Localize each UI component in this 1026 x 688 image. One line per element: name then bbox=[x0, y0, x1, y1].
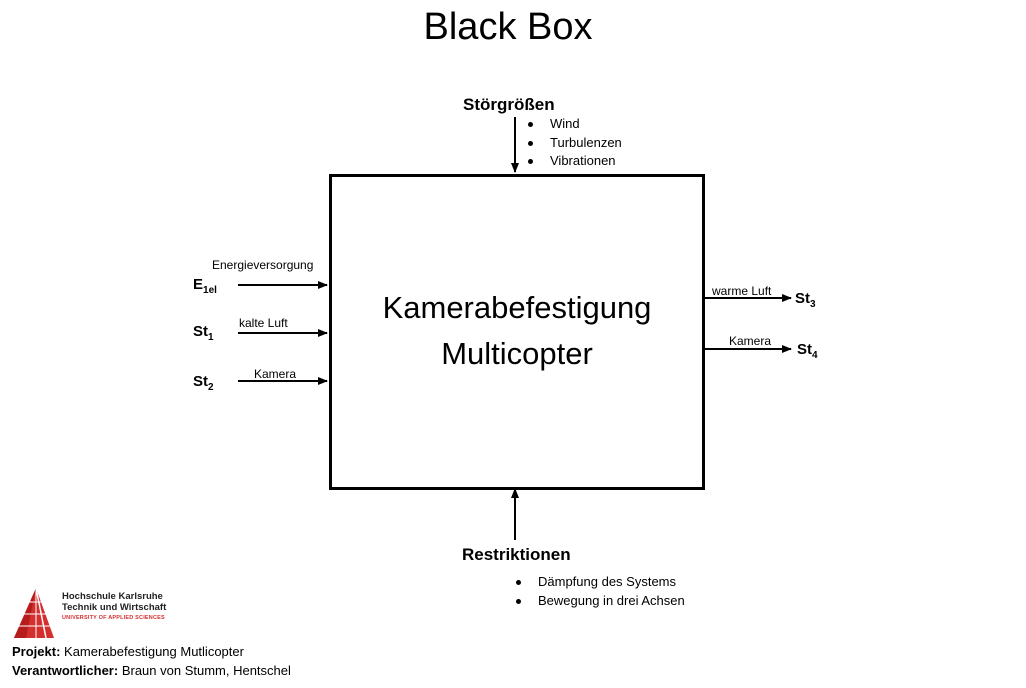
university-name: Hochschule Karlsruhe Technik und Wirtsch… bbox=[62, 591, 167, 624]
restrictions-heading: Restriktionen bbox=[462, 545, 571, 564]
disturbance-item: Turbulenzen bbox=[526, 134, 622, 153]
footer-project: Projekt: Kamerabefestigung Mutlicopter bbox=[12, 644, 244, 659]
restrictions-list: Dämpfung des Systems Bewegung in drei Ac… bbox=[514, 573, 685, 610]
input-label-energy: Energieversorgung bbox=[212, 258, 314, 272]
box-label-line2: Multicopter bbox=[441, 336, 593, 371]
footer: Projekt: Kamerabefestigung Mutlicopter V… bbox=[12, 642, 291, 680]
output-symbol-st3: St3 bbox=[795, 290, 816, 310]
input-label-cold-air: kalte Luft bbox=[239, 316, 288, 330]
box-label-line1: Kamerabefestigung bbox=[382, 290, 652, 325]
disturbances-list: Wind Turbulenzen Vibrationen bbox=[526, 115, 622, 171]
restriction-item: Bewegung in drei Achsen bbox=[514, 592, 685, 611]
university-logo-icon bbox=[14, 587, 54, 639]
university-name-line2: Technik und Wirtschaft bbox=[62, 601, 167, 613]
disturbance-item: Vibrationen bbox=[526, 152, 622, 171]
diagram-title: Black Box bbox=[423, 6, 593, 48]
output-symbol-st4: St4 bbox=[797, 341, 818, 361]
university-name-line1: Hochschule Karlsruhe bbox=[62, 591, 163, 602]
output-label-camera: Kamera bbox=[729, 334, 772, 348]
box-label: Kamerabefestigung Multicopter bbox=[332, 285, 702, 377]
footer-responsible: Verantwortlicher: Braun von Stumm, Hents… bbox=[12, 663, 291, 678]
disturbances-heading: Störgrößen bbox=[463, 95, 555, 114]
input-label-camera: Kamera bbox=[254, 367, 297, 381]
input-symbol-st2: St2 bbox=[193, 373, 214, 393]
input-symbol-st1: St1 bbox=[193, 323, 214, 343]
black-box: Kamerabefestigung Multicopter bbox=[329, 174, 705, 490]
disturbance-item: Wind bbox=[526, 115, 622, 134]
restriction-item: Dämpfung des Systems bbox=[514, 573, 685, 592]
university-name-line3: UNIVERSITY OF APPLIED SCIENCES bbox=[62, 615, 165, 621]
input-symbol-e1el: E1el bbox=[193, 276, 217, 296]
output-label-warm-air: warme Luft bbox=[712, 284, 772, 298]
